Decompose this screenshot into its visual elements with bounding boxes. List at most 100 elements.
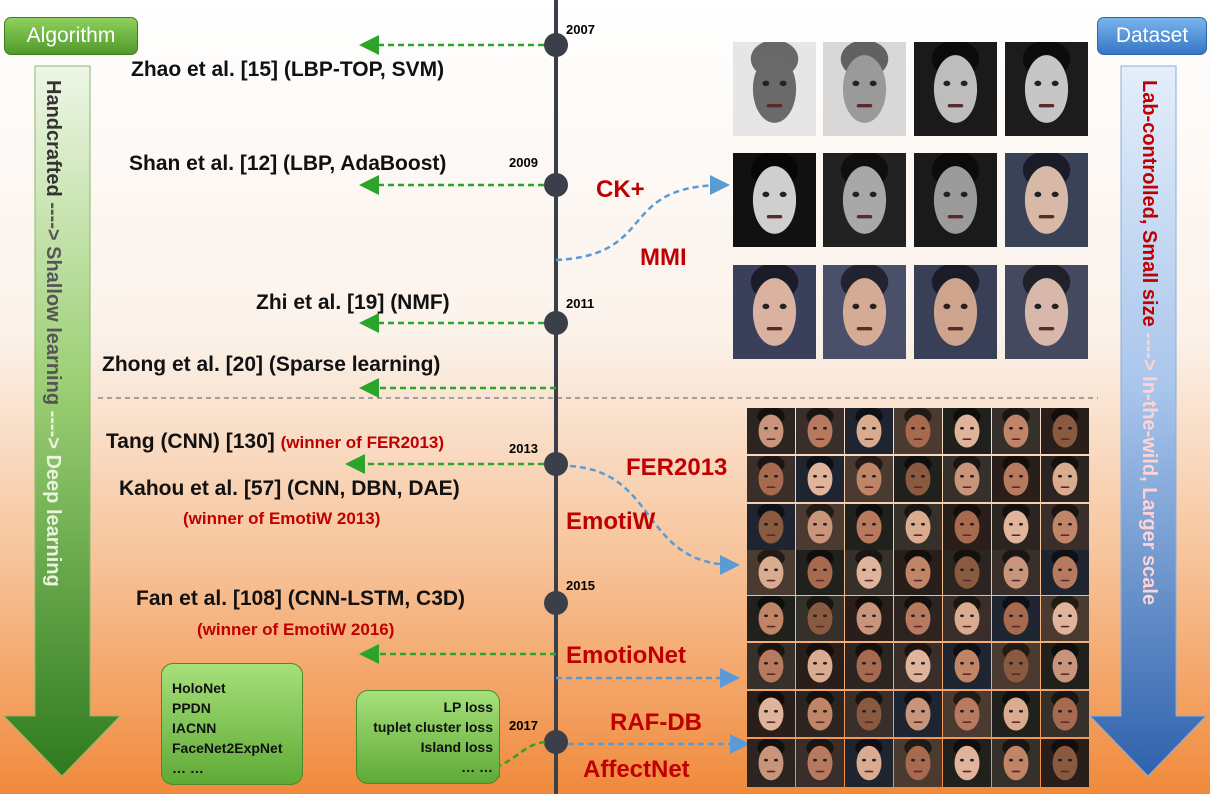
arrow-2017-losses <box>479 740 546 778</box>
lab-face-2-0 <box>733 265 816 359</box>
year-2013: 2013 <box>509 441 538 456</box>
wild-face-0-2 <box>845 408 893 454</box>
year-2011: 2011 <box>566 296 595 311</box>
dataset-ckplus: CK+ <box>596 176 645 203</box>
algorithm-tag: Algorithm <box>4 17 138 55</box>
wild-face-6-2 <box>845 691 893 737</box>
method-zhi: Zhi et al. [19] (NMF) <box>256 291 450 314</box>
right-progress-arrow <box>1088 65 1208 777</box>
lab-face-1-1 <box>823 153 906 247</box>
wild-face-4-5 <box>992 596 1040 641</box>
method-fan-winner: (winner of EmotiW 2016) <box>197 620 395 639</box>
wild-face-3-2 <box>845 550 893 595</box>
wild-face-4-0 <box>747 596 795 641</box>
wild-face-4-2 <box>845 596 893 641</box>
year-2007: 2007 <box>566 22 595 37</box>
wild-face-5-5 <box>992 643 1040 689</box>
wild-face-7-3 <box>894 739 942 787</box>
method-zhong: Zhong et al. [20] (Sparse learning) <box>102 353 441 376</box>
lab-face-0-2 <box>914 42 997 136</box>
wild-face-1-4 <box>943 456 991 502</box>
wild-face-7-4 <box>943 739 991 787</box>
wild-face-5-6 <box>1041 643 1089 689</box>
wild-face-3-4 <box>943 550 991 595</box>
wild-face-3-3 <box>894 550 942 595</box>
wild-face-1-0 <box>747 456 795 502</box>
lab-face-0-3 <box>1005 42 1088 136</box>
wild-face-3-6 <box>1041 550 1089 595</box>
wild-face-1-2 <box>845 456 893 502</box>
wild-face-7-0 <box>747 739 795 787</box>
wild-face-6-6 <box>1041 691 1089 737</box>
deep-methods-box-left: HoloNet PPDN IACNN FaceNet2ExpNet … … <box>161 663 303 785</box>
wild-face-2-5 <box>992 504 1040 550</box>
method-tang: Tang (CNN) [130] (winner of FER2013) <box>106 430 445 453</box>
year-node-2007 <box>544 33 568 57</box>
wild-face-7-1 <box>796 739 844 787</box>
lab-face-1-2 <box>914 153 997 247</box>
wild-face-3-1 <box>796 550 844 595</box>
wild-face-3-5 <box>992 550 1040 595</box>
wild-face-5-2 <box>845 643 893 689</box>
dataset-emotiw: EmotiW <box>566 508 656 535</box>
dataset-tag: Dataset <box>1097 17 1207 55</box>
wild-face-6-5 <box>992 691 1040 737</box>
wild-face-7-6 <box>1041 739 1089 787</box>
lab-face-1-3 <box>1005 153 1088 247</box>
wild-face-1-1 <box>796 456 844 502</box>
wild-face-2-2 <box>845 504 893 550</box>
wild-face-4-1 <box>796 596 844 641</box>
wild-face-5-0 <box>747 643 795 689</box>
method-kahou-winner: (winner of EmotiW 2013) <box>183 509 381 528</box>
connector-ck-mmi <box>555 175 730 262</box>
year-node-2009 <box>544 173 568 197</box>
year-node-2015 <box>544 591 568 615</box>
method-kahou: Kahou et al. [57] (CNN, DBN, DAE) <box>119 477 460 500</box>
year-node-2013 <box>544 452 568 476</box>
year-node-2017 <box>544 730 568 754</box>
wild-face-6-4 <box>943 691 991 737</box>
wild-face-6-0 <box>747 691 795 737</box>
dataset-affectnet: AffectNet <box>583 756 690 783</box>
wild-face-1-5 <box>992 456 1040 502</box>
lab-face-0-0 <box>733 42 816 136</box>
year-2009: 2009 <box>509 155 538 170</box>
wild-face-5-1 <box>796 643 844 689</box>
wild-face-4-3 <box>894 596 942 641</box>
year-2017: 2017 <box>509 718 538 733</box>
wild-face-2-0 <box>747 504 795 550</box>
deep-methods-box-right: LP loss tuplet cluster loss Island loss … <box>356 690 500 784</box>
wild-face-0-1 <box>796 408 844 454</box>
wild-face-6-1 <box>796 691 844 737</box>
wild-face-2-1 <box>796 504 844 550</box>
lab-face-1-0 <box>733 153 816 247</box>
dataset-mmi: MMI <box>640 244 687 271</box>
wild-face-1-3 <box>894 456 942 502</box>
year-node-2011 <box>544 311 568 335</box>
left-progress-arrow <box>2 65 122 777</box>
wild-face-1-6 <box>1041 456 1089 502</box>
dataset-emotionet: EmotioNet <box>566 642 686 669</box>
wild-face-5-4 <box>943 643 991 689</box>
wild-face-4-6 <box>1041 596 1089 641</box>
connector-fer-emotiw <box>569 464 740 575</box>
year-2015: 2015 <box>566 578 595 593</box>
lab-face-2-2 <box>914 265 997 359</box>
method-fan: Fan et al. [108] (CNN-LSTM, C3D) <box>136 587 466 610</box>
wild-face-0-4 <box>943 408 991 454</box>
wild-face-6-3 <box>894 691 942 737</box>
wild-face-7-5 <box>992 739 1040 787</box>
method-shan: Shan et al. [12] (LBP, AdaBoost) <box>129 152 447 175</box>
wild-face-2-4 <box>943 504 991 550</box>
wild-face-5-3 <box>894 643 942 689</box>
wild-face-0-0 <box>747 408 795 454</box>
method-zhao: Zhao et al. [15] (LBP-TOP, SVM) <box>131 58 445 81</box>
right-axis-label: Lab-controlled, Small size ----> In-the-… <box>1138 80 1160 606</box>
wild-face-2-6 <box>1041 504 1089 550</box>
dataset-fer2013: FER2013 <box>626 454 728 481</box>
wild-face-3-0 <box>747 550 795 595</box>
wild-face-4-4 <box>943 596 991 641</box>
lab-face-2-3 <box>1005 265 1088 359</box>
left-axis-label: Handcrafted ----> Shallow learning ---->… <box>42 80 64 587</box>
